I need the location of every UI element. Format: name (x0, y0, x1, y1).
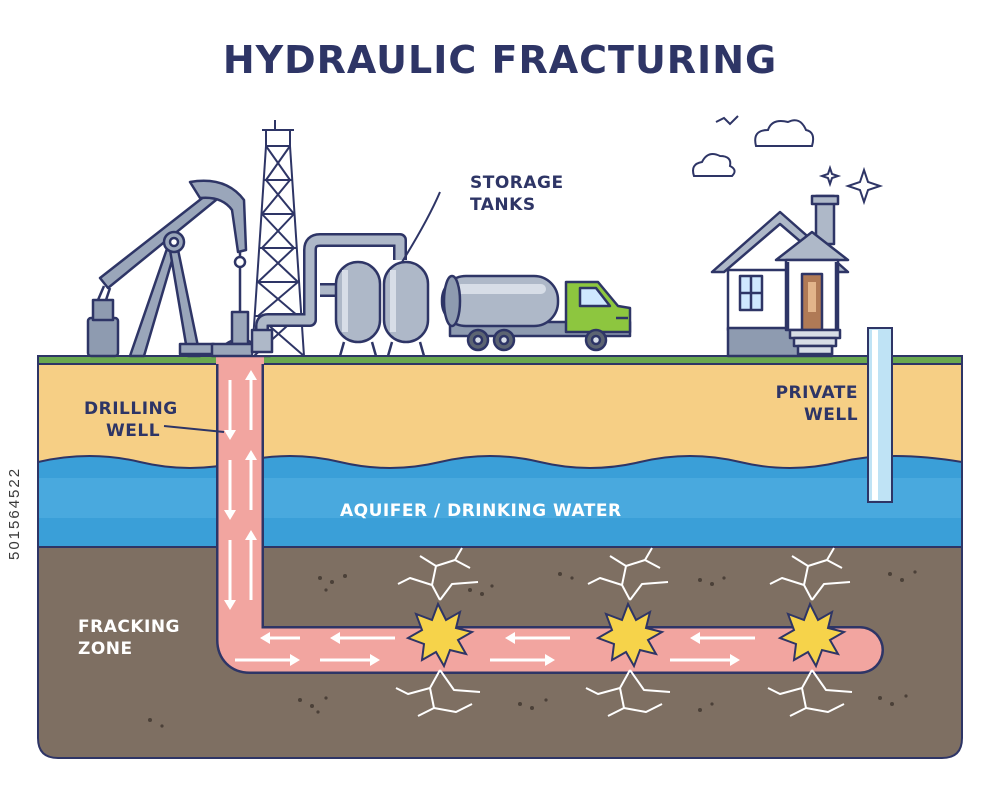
private-well-label: PRIVATE WELL (762, 382, 858, 426)
stock-id-watermark: 501564522 (6, 467, 23, 560)
page-title: HYDRAULIC FRACTURING (0, 38, 1000, 82)
tanker-truck-icon (442, 276, 630, 350)
private-well-pipe (868, 328, 892, 502)
bird-icon (716, 116, 738, 124)
aquifer-label: AQUIFER / DRINKING WATER (340, 500, 622, 522)
drilling-well-pointer (160, 420, 230, 440)
fracking-zone-label: FRACKING ZONE (78, 616, 180, 660)
cloud-icon (693, 154, 735, 176)
pumpjack-icon (88, 181, 270, 356)
house-icon (712, 196, 848, 356)
storage-tanks-label: STORAGE TANKS (470, 172, 564, 216)
cloud-icon (755, 120, 813, 146)
